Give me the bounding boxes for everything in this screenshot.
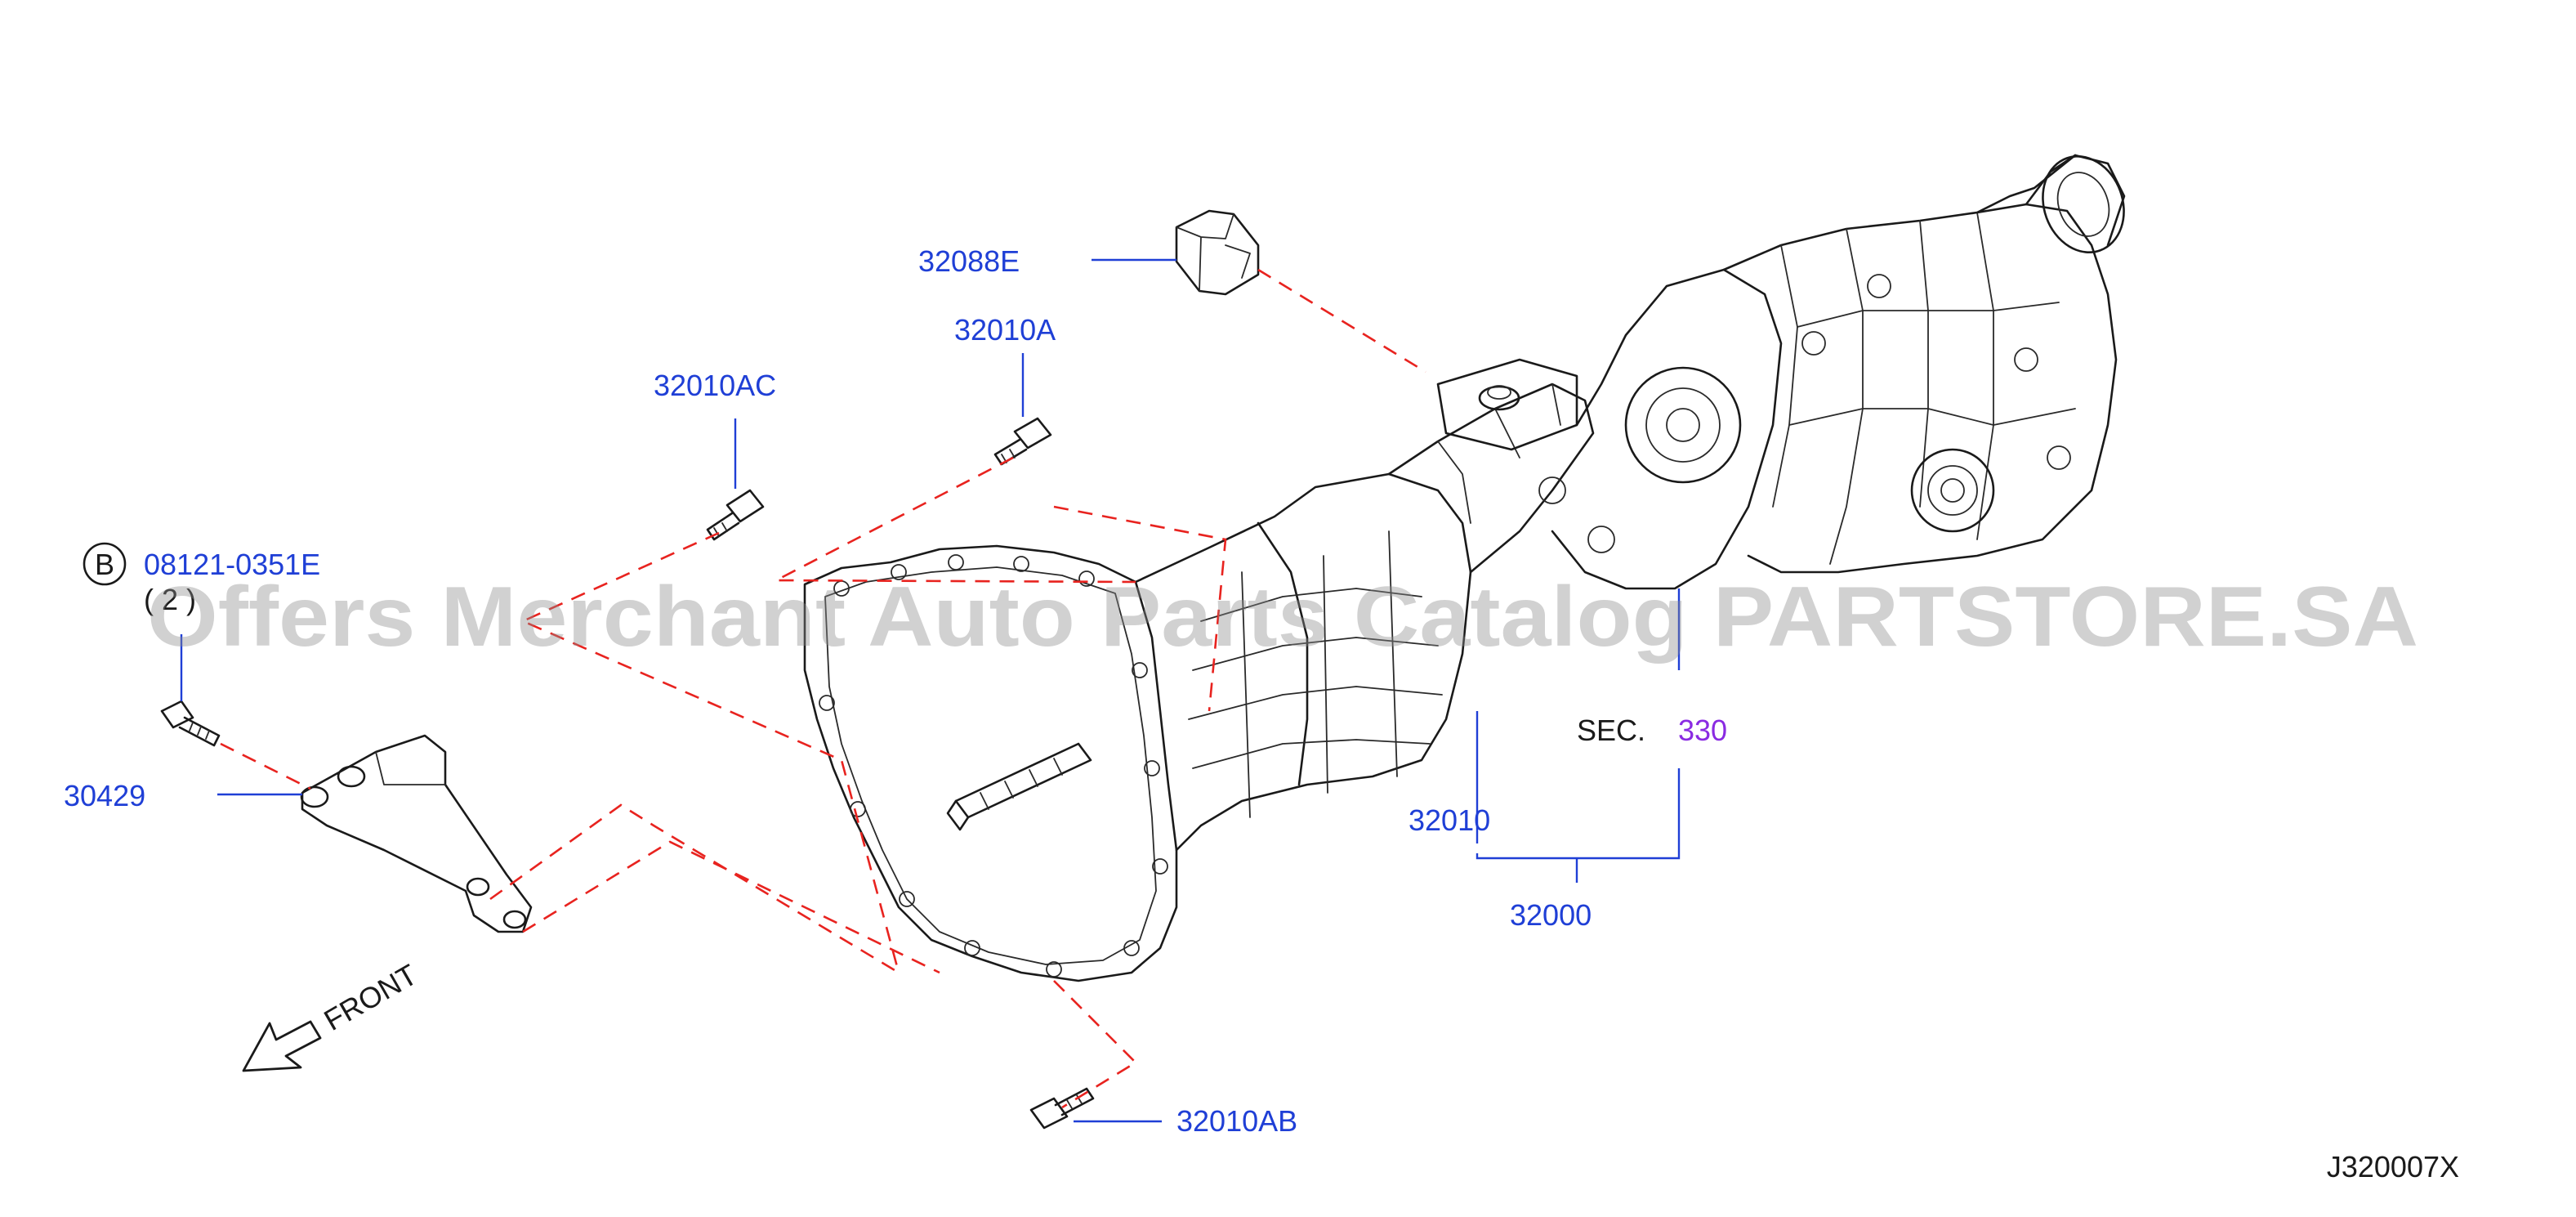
callout-part-number[interactable]: 08121-0351E: [144, 548, 320, 581]
mount-bracket: [300, 734, 533, 933]
bolt-32010AC: [706, 489, 765, 541]
part-label-32000[interactable]: 32000: [1510, 898, 1592, 932]
part-label-32010[interactable]: 32010: [1409, 803, 1490, 837]
watermark: Offers Merchant Auto Parts Catalog PARTS…: [147, 570, 2418, 664]
bolt-32010AB: [1029, 1087, 1095, 1130]
assembly-lines: [220, 268, 1426, 1109]
callout-quantity: ( 2 ): [144, 583, 196, 616]
part-label-32088E[interactable]: 32088E: [918, 244, 1020, 278]
front-indicator: FRONT: [242, 957, 423, 1072]
part-label-30429[interactable]: 30429: [64, 779, 145, 812]
part-label-32010AC[interactable]: 32010AC: [654, 369, 776, 402]
front-label: FRONT: [319, 957, 423, 1037]
section-prefix: SEC.: [1577, 714, 1645, 747]
bolt-32010A: [993, 417, 1052, 466]
part-labels: 32088E 32010A 32010AC 30429 32010 32000 …: [64, 244, 1592, 1138]
diagram-reference-code: J320007X: [2327, 1150, 2459, 1183]
front-arrow-icon: [242, 1020, 322, 1072]
part-label-32010A[interactable]: 32010A: [954, 313, 1056, 347]
section-reference: SEC. 330: [1577, 714, 1727, 747]
bolt-08121-0351E: [160, 700, 221, 747]
section-number-link[interactable]: 330: [1678, 714, 1727, 747]
plug-32088E: [1175, 209, 1260, 296]
leader-lines: [180, 258, 1681, 1123]
transmission-assembly: [803, 154, 2126, 982]
callout-b: B 08121-0351E ( 2 ): [83, 542, 320, 616]
callout-letter: B: [95, 548, 114, 581]
part-label-32010AB[interactable]: 32010AB: [1176, 1104, 1297, 1138]
callout-circle: [83, 542, 127, 586]
